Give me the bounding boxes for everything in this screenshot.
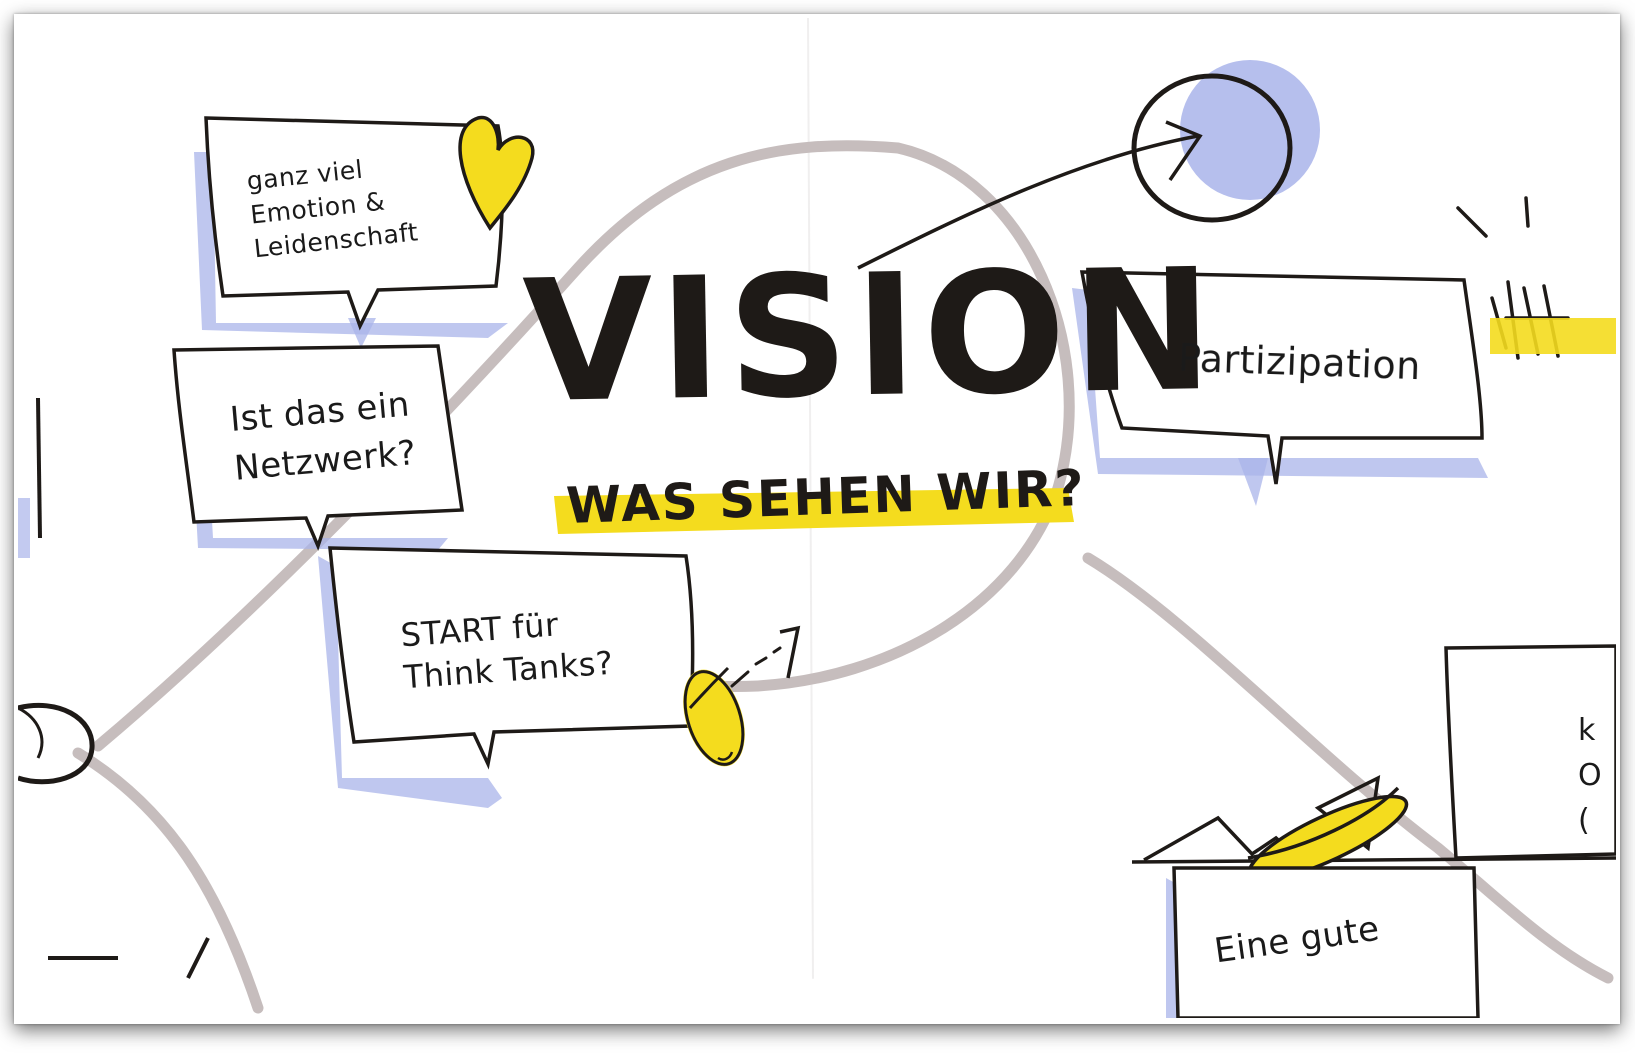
bubble-partizipation [1072, 270, 1488, 506]
lightbulb-icon [683, 625, 801, 767]
arrow-circle-icon [857, 60, 1320, 270]
bubble-emotion-text: ganz viel Emotion & Leidenschaft [245, 154, 420, 263]
yellow-highlight-right [1490, 318, 1616, 354]
blue-edge-left [18, 498, 30, 558]
mountain-bridge-icon [1131, 774, 1616, 882]
page-title: VISION [521, 231, 1221, 441]
subtitle-highlight [554, 488, 1074, 534]
bubble-netzwerk [172, 344, 465, 551]
target-circle-icon [18, 397, 210, 979]
heart-icon [458, 115, 535, 231]
bubble-partizipation-text: Partizipation [1177, 335, 1422, 389]
bubble-right-partial-text: k O ( [1578, 713, 1603, 838]
sketchnote-board: VISION WAS SEHEN WIR? ganz viel Emotion … [18, 18, 1616, 1018]
sketch-canvas [18, 18, 1616, 1018]
bubble-netzwerk-text: Ist das ein Netzwerk? [228, 384, 418, 490]
bubble-einegute [1166, 866, 1480, 1018]
bubble-thinktanks-text: START für Think Tanks? [399, 605, 615, 696]
bubble-thinktanks [318, 546, 695, 808]
